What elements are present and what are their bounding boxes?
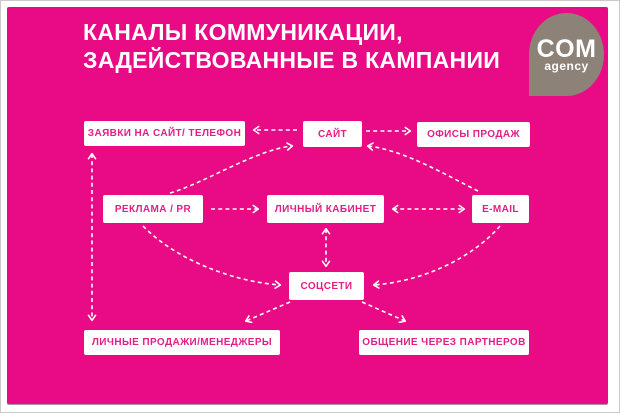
node-ofisy-prodazh: ОФИСЫ ПРОДАЖ [417, 122, 530, 147]
node-socseti: СОЦСЕТИ [289, 272, 364, 300]
node-zayavki-na-sait-telefon: ЗАЯВКИ НА САЙТ/ ТЕЛЕФОН [84, 121, 245, 146]
node-sait: САЙТ [303, 121, 362, 147]
logo-primary-text: COM [536, 34, 597, 63]
node-reklama-pr: РЕКЛАМА / PR [103, 195, 203, 223]
node-lichnye-prodazhi-menedzhery: ЛИЧНЫЕ ПРОДАЖИ/МЕНЕДЖЕРЫ [84, 330, 280, 355]
com-agency-logo: COM agency [529, 13, 604, 96]
slide-title-line2: ЗАДЕЙСТВОВАННЫЕ В КАМПАНИИ [83, 47, 501, 73]
node-lichnyi-kabinet: ЛИЧНЫЙ КАБИНЕТ [267, 195, 384, 223]
node-obshchenie-cherez-partnerov: ОБЩЕНИЕ ЧЕРЕЗ ПАРТНЕРОВ [359, 330, 529, 355]
slide-title: КАНАЛЫ КОММУНИКАЦИИ, ЗАДЕЙСТВОВАННЫЕ В К… [83, 18, 500, 74]
node-email: E-MAIL [472, 195, 529, 223]
slide-title-line1: КАНАЛЫ КОММУНИКАЦИИ, [83, 19, 403, 45]
logo-secondary-text: agency [544, 58, 589, 73]
